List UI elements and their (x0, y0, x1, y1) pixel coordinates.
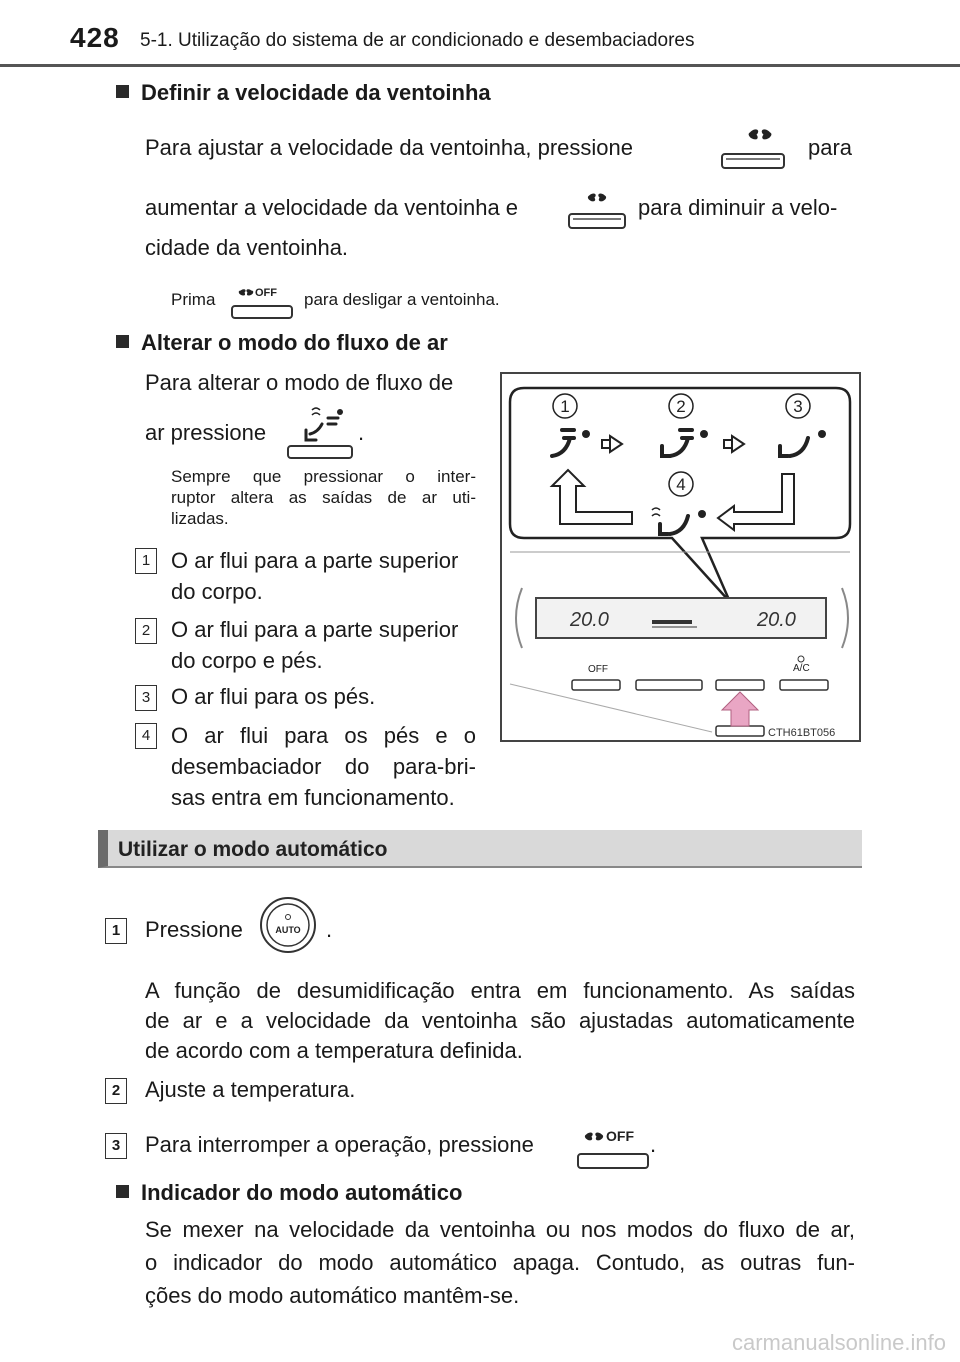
step1-para-line2: de ar e a velocidade da ventoinha são aj… (145, 1008, 855, 1033)
step3-text-b: . (650, 1132, 657, 1157)
page-number: 428 (70, 22, 120, 53)
display-panel (535, 597, 827, 639)
mode-face-icon (550, 428, 590, 458)
fan-speed-line2a: aumentar a velocidade da ventoinha e (145, 195, 519, 220)
return-arrow-right (716, 473, 795, 532)
airflow-item-2-line2: do corpo e pés. (171, 648, 323, 673)
fan-off-note-b: para desligar a ventoinha. (304, 290, 500, 309)
fan-speed-line2b: para diminuir a velo- (638, 195, 838, 220)
fan-speed-line1b: para (808, 135, 853, 160)
fan-speed-line3: cidade da ventoinha. (145, 235, 349, 260)
airflow-item-3-line1: O ar flui para os pés. (171, 684, 376, 709)
square-bullet-icon (116, 85, 129, 98)
fan-speed-line1a: Para ajustar a velocidade da ventoinha, … (145, 135, 633, 160)
fan-off-switch-icon: OFF (228, 282, 296, 324)
callout-1: 1 (560, 397, 569, 416)
panel-off-label: OFF (588, 664, 608, 675)
callout-circle-4 (668, 471, 694, 497)
airflow-item-4-line2: desembaciador do para-bri- (171, 754, 476, 779)
list-number-1: 1 (135, 548, 157, 574)
step-number-2: 2 (105, 1078, 127, 1104)
step-number-1: 1 (105, 918, 127, 944)
fan-off-switch-label: OFF (255, 287, 277, 299)
airflow-item-4-line3: sas entra em funcionamento. (171, 785, 455, 810)
arrow-right-icon (601, 434, 624, 454)
section-title-bar: Utilizar o modo automático (98, 830, 862, 868)
indicator-line2: o indicador do modo automático apaga. Co… (145, 1250, 855, 1275)
running-head: 5-1. Utilização do sistema de ar condici… (140, 30, 695, 51)
airflow-note-3: lizadas. (171, 509, 229, 528)
watermark: carmanualsonline.info (731, 1330, 946, 1355)
fan-up-switch-icon (718, 120, 788, 180)
step1-text-b: . (326, 917, 333, 942)
callout-circle-3 (785, 393, 811, 419)
airflow-line2b: . (358, 420, 365, 445)
step-number-3: 3 (105, 1133, 127, 1159)
panel-ac-label: A/C (793, 663, 810, 674)
step1-text-a: Pressione (145, 917, 243, 942)
step1-para-line1: A função de desumidificação entra em fun… (145, 978, 855, 1003)
airflow-item-4-line1: O ar flui para os pés e o (171, 723, 476, 748)
square-bullet-icon (116, 335, 129, 348)
fan-off-note-a: Prima (171, 290, 216, 309)
list-number-4: 4 (135, 723, 157, 749)
display-temp-left: 20.0 (569, 609, 609, 631)
list-number-3: 3 (135, 685, 157, 711)
list-number-2: 2 (135, 618, 157, 644)
section-title: Utilizar o modo automático (118, 838, 388, 861)
display-temp-right: 20.0 (756, 609, 796, 631)
fan-down-switch-icon (565, 186, 629, 236)
panel-off-button (571, 679, 621, 691)
fan-off-switch-icon: OFF (574, 1124, 654, 1174)
airflow-mode-figure: 1 2 3 4 (500, 372, 861, 742)
airflow-item-1-line1: O ar flui para a parte superior (171, 548, 459, 573)
panel-bottom-button (715, 725, 765, 737)
callout-2: 2 (676, 397, 685, 416)
airflow-note-1: Sempre que pressionar o inter- (171, 467, 476, 486)
indicator-line1: Se mexer na velocidade da ventoinha ou n… (145, 1217, 855, 1242)
callout-circle-2 (668, 393, 694, 419)
panel-ac-button (779, 679, 829, 691)
fan-speed-heading: Definir a velocidade da ventoinha (116, 80, 491, 106)
auto-button-label: AUTO (275, 925, 300, 935)
step2-text: Ajuste a temperatura. (145, 1077, 356, 1102)
airflow-item-2-line1: O ar flui para a parte superior (171, 617, 459, 642)
indicator-heading: Indicador do modo automático (116, 1180, 462, 1206)
airflow-line1: Para alterar o modo de fluxo de (145, 370, 454, 395)
mode-feet-icon (778, 430, 826, 458)
mode-bilevel-icon (660, 428, 708, 458)
pointer-arrow-icon (720, 691, 760, 727)
airflow-mode-switch-icon (282, 404, 358, 462)
airflow-item-1-line2: do corpo. (171, 579, 263, 604)
callout-circle-1 (552, 393, 578, 419)
auto-button-icon: AUTO (258, 895, 318, 955)
square-bullet-icon (116, 1185, 129, 1198)
arrow-right-icon (723, 434, 746, 454)
callout-3: 3 (793, 397, 802, 416)
indicator-line3: ções do modo automático mantêm-se. (145, 1283, 520, 1308)
figure-code: CTH61BT056 (768, 727, 835, 739)
airflow-line2a: ar pressione (145, 420, 267, 445)
airflow-heading: Alterar o modo do fluxo de ar (116, 330, 448, 356)
panel-fan-button (635, 679, 703, 691)
panel-mode-button (715, 679, 765, 691)
airflow-note-2: ruptor altera as saídas de ar uti- (171, 488, 476, 507)
step1-para-line3: de acordo com a temperatura definida. (145, 1038, 523, 1063)
step3-text-a: Para interromper a operação, pressione (145, 1132, 534, 1157)
mode-feet-defrost-icon (658, 510, 706, 536)
step3-off-label: OFF (606, 1128, 634, 1144)
header-rule (0, 64, 960, 67)
callout-4: 4 (676, 475, 685, 494)
return-arrow-left (549, 468, 633, 525)
